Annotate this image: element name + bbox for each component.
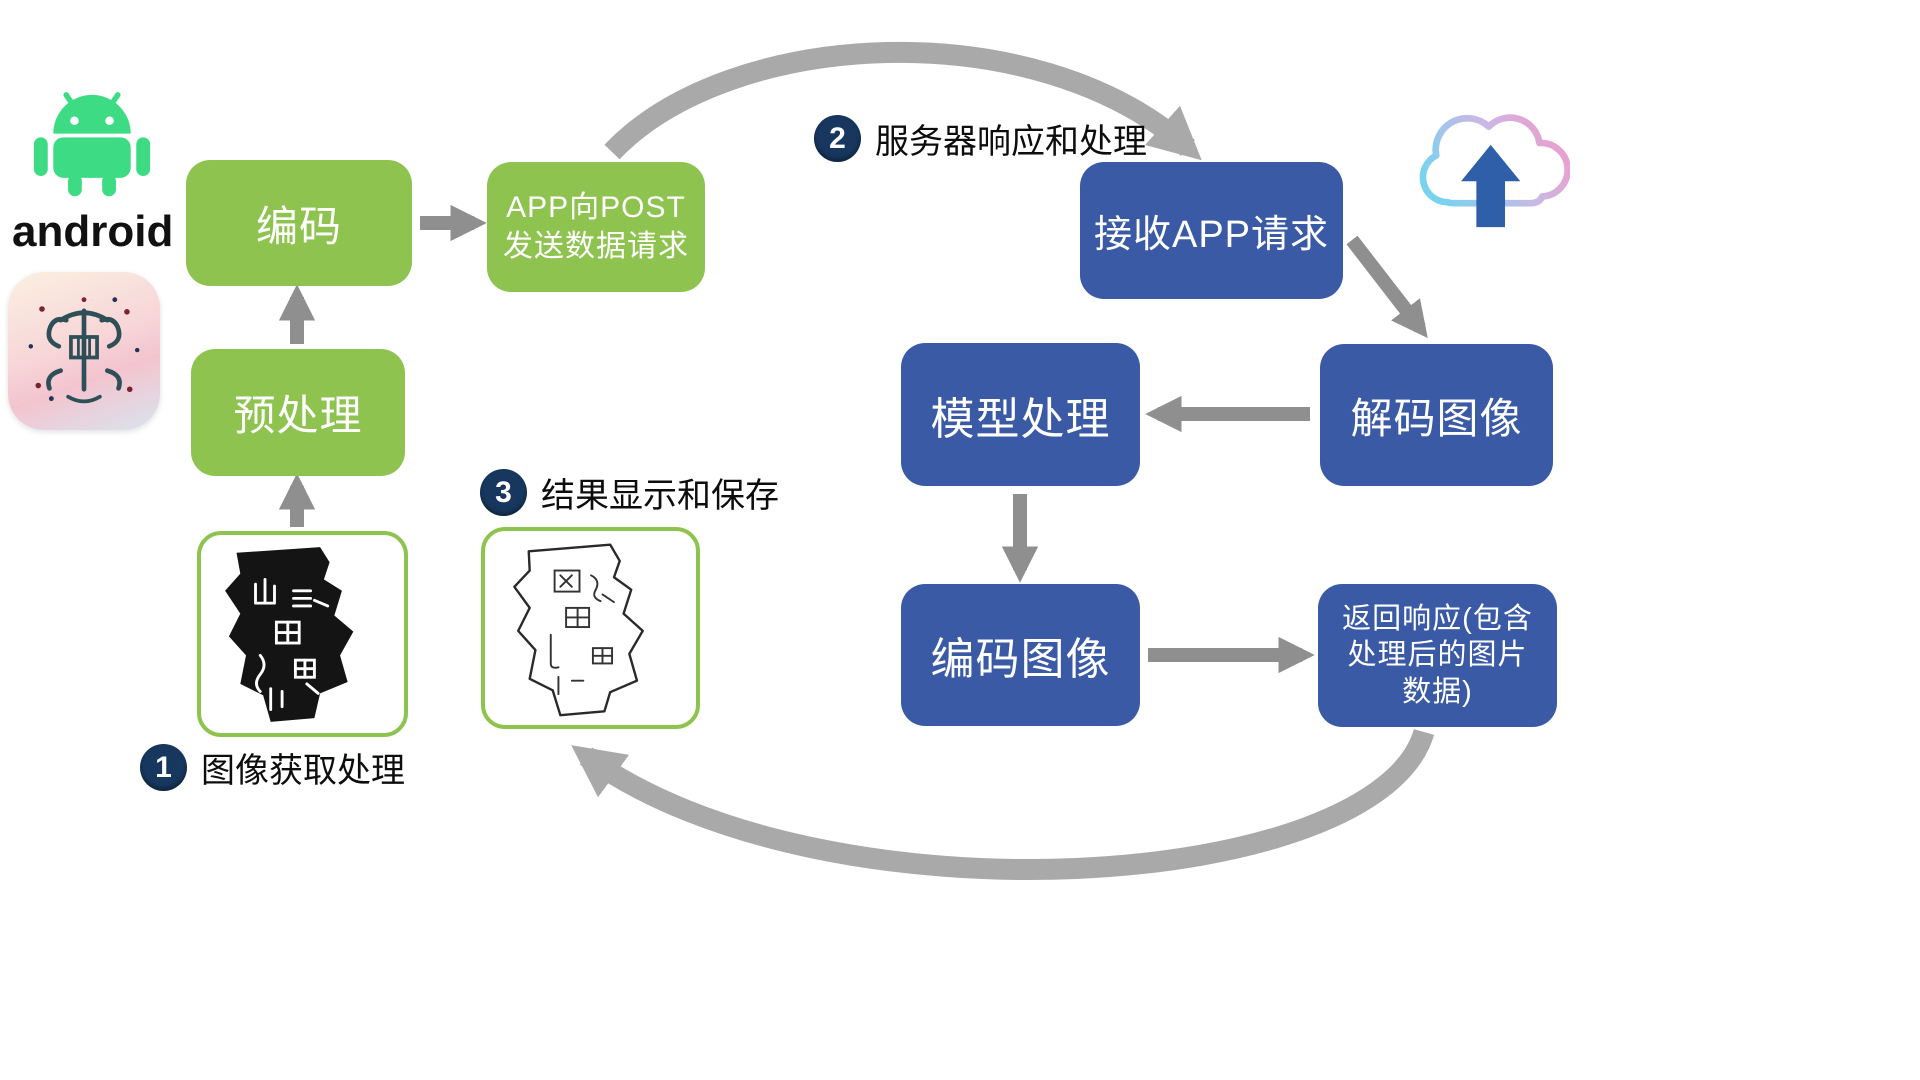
step-1-number-badge: 1 bbox=[140, 744, 187, 791]
post-request-box: APP向POST 发送数据请求 bbox=[487, 162, 705, 292]
step-2: 2 服务器响应和处理 bbox=[814, 114, 1147, 163]
android-wordmark: android bbox=[12, 207, 174, 256]
step-3-number-badge: 3 bbox=[480, 469, 527, 516]
receive-request-label: 接收APP请求 bbox=[1093, 214, 1330, 256]
oracle-app-icon bbox=[8, 272, 160, 430]
encode-image-label: 编码图像 bbox=[930, 635, 1111, 684]
oracle-result-image-card bbox=[481, 527, 700, 729]
preprocess-label: 预处理 bbox=[233, 392, 363, 439]
arrow-post-to-receive bbox=[604, 41, 1202, 161]
oracle-rubbing-image bbox=[224, 547, 353, 722]
response-line3: 数据) bbox=[1402, 675, 1473, 708]
android-logo: android bbox=[12, 82, 174, 257]
cloud-upload-wrap bbox=[1398, 80, 1571, 248]
decode-image-box: 解码图像 bbox=[1320, 344, 1553, 486]
step-1: 1 图像获取处理 bbox=[140, 743, 405, 792]
upload-arrow-icon bbox=[1461, 144, 1521, 228]
encode-box: 编码 bbox=[186, 160, 412, 286]
oracle-result-image bbox=[512, 543, 644, 717]
response-line1: 返回响应(包含 bbox=[1342, 603, 1533, 636]
preprocess-box: 预处理 bbox=[191, 349, 405, 476]
model-process-label: 模型处理 bbox=[930, 394, 1111, 444]
step-2-number-badge: 2 bbox=[814, 115, 861, 162]
android-robot-icon bbox=[33, 92, 151, 197]
receive-request-box: 接收APP请求 bbox=[1080, 162, 1343, 299]
step-3-label: 结果显示和保存 bbox=[541, 477, 779, 515]
arrow-response-to-result bbox=[571, 728, 1435, 880]
step-1-label: 图像获取处理 bbox=[201, 752, 405, 790]
oracle-seal-emblem-icon bbox=[28, 297, 140, 404]
encode-label: 编码 bbox=[255, 202, 342, 250]
step-3: 3 结果显示和保存 bbox=[480, 468, 779, 517]
arrow-receive-to-decode bbox=[1346, 235, 1428, 339]
post-request-line2: 发送数据请求 bbox=[503, 230, 689, 263]
post-request-line1: APP向POST bbox=[506, 191, 686, 224]
response-line2: 处理后的图片 bbox=[1347, 639, 1528, 672]
encode-image-box: 编码图像 bbox=[901, 584, 1140, 726]
oracle-rubbing-image-card bbox=[197, 531, 408, 737]
model-process-box: 模型处理 bbox=[901, 343, 1140, 486]
decode-image-label: 解码图像 bbox=[1350, 394, 1523, 442]
response-box: 返回响应(包含 处理后的图片 数据) bbox=[1318, 584, 1557, 727]
cloud-upload-icon bbox=[1419, 114, 1571, 228]
step-2-label: 服务器响应和处理 bbox=[875, 123, 1147, 161]
